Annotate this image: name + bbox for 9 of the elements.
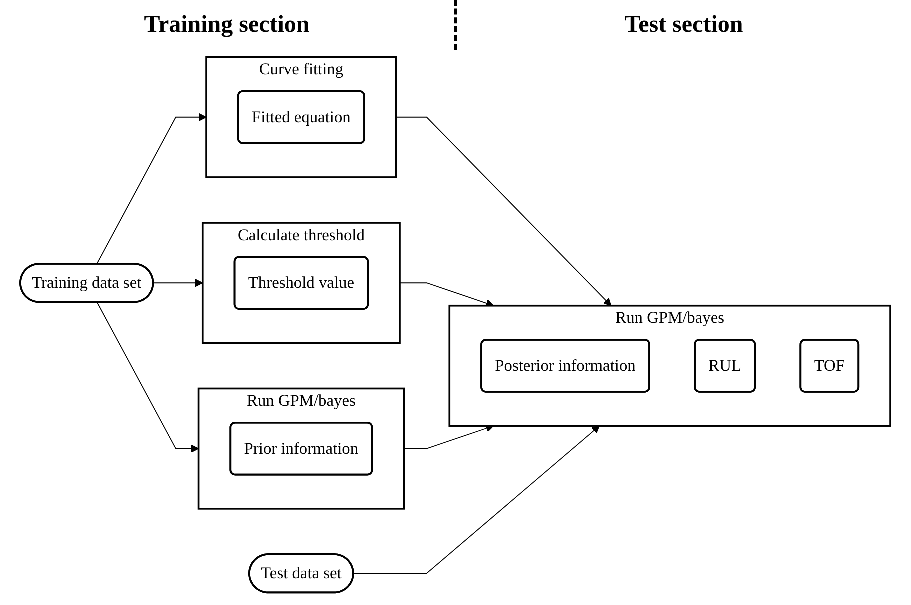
arrow xyxy=(352,426,600,574)
arrow xyxy=(96,302,200,453)
arrow xyxy=(152,279,204,288)
arrow xyxy=(396,116,612,306)
arrow xyxy=(96,113,207,264)
arrow xyxy=(404,424,494,450)
section-heading: Test section xyxy=(624,12,744,38)
arrow xyxy=(400,282,494,308)
section-heading: Training section xyxy=(143,12,311,38)
